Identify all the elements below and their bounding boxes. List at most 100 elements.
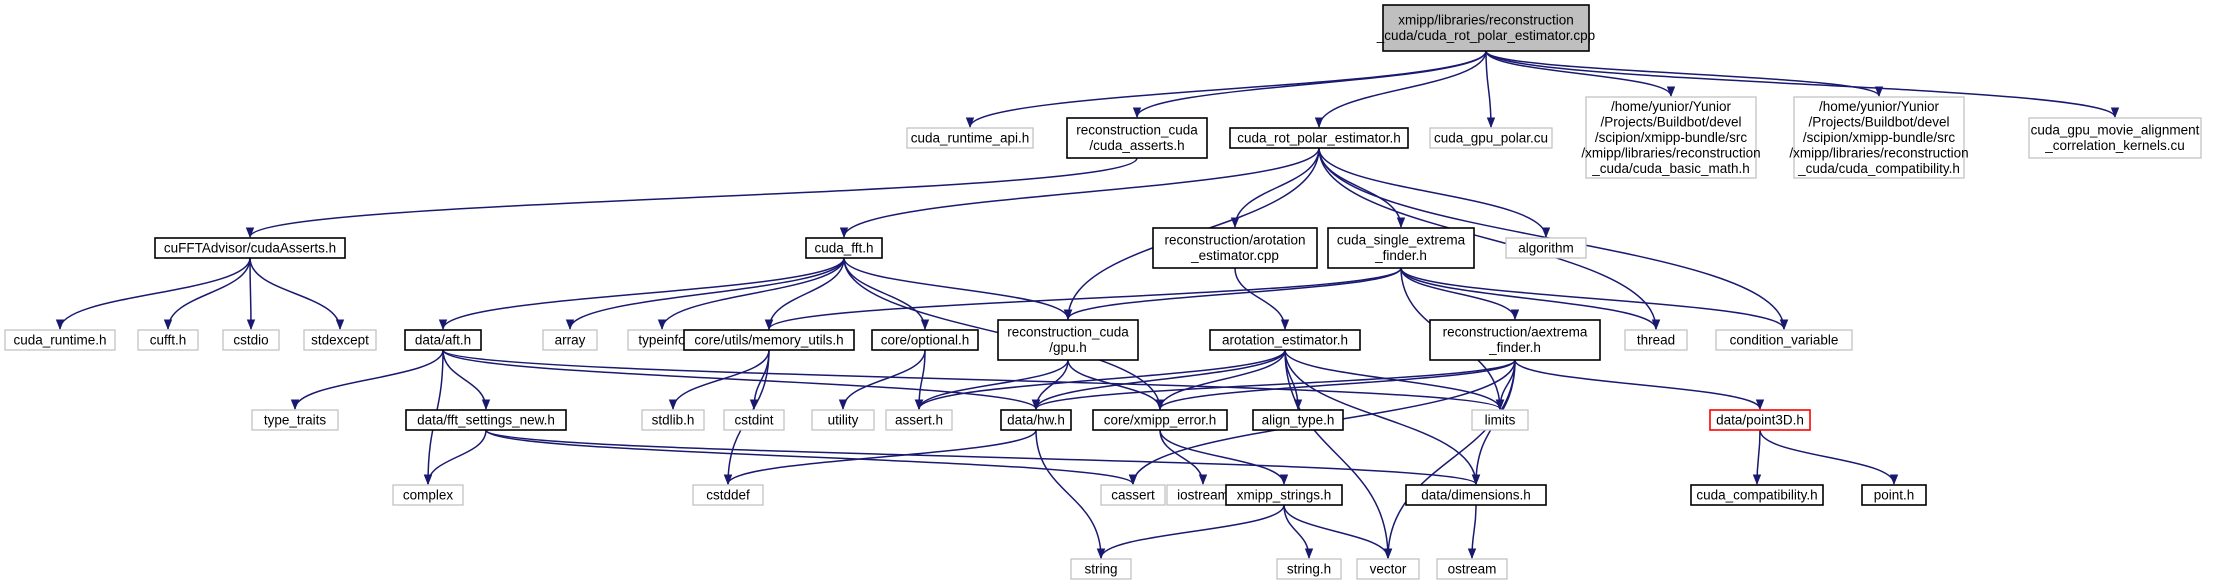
- node-gpu_polar: cuda_gpu_polar.cu: [1429, 127, 1553, 149]
- node-dimensions[interactable]: data/dimensions.h: [1405, 484, 1547, 506]
- node-complex: complex: [392, 484, 464, 506]
- node-arot_h[interactable]: arotation_estimator.h: [1209, 329, 1361, 351]
- edge-aft-to-fft_settings: [442, 349, 491, 411]
- node-cufft: cufft.h: [137, 329, 199, 351]
- node-label-cuda_compat-line-0: cuda_compatibility.h: [1696, 487, 1817, 502]
- node-aextrema[interactable]: reconstruction/aextrema_finder.h: [1429, 319, 1601, 361]
- node-box-point3d: [1709, 409, 1811, 431]
- edge-xmipp_error-to-iostream: [1159, 429, 1208, 486]
- node-algorithm: algorithm: [1505, 237, 1587, 259]
- node-label-rot_polar_h-line-0: cuda_rot_polar_estimator.h: [1237, 130, 1401, 145]
- node-box-cuda_runtime_api: [906, 127, 1034, 149]
- node-optional[interactable]: core/optional.h: [871, 329, 979, 351]
- node-box-assert: [885, 409, 953, 431]
- node-label-arot_cpp-line-1: _estimator.cpp: [1190, 248, 1279, 263]
- node-root: xmipp/libraries/reconstruction_cuda/cuda…: [1376, 4, 1595, 52]
- node-label-hw-line-0: data/hw.h: [1007, 412, 1065, 427]
- edge-cufft_asserts-to-cuda_runtime: [55, 257, 251, 331]
- node-box-arot_cpp: [1152, 227, 1318, 269]
- node-box-cstddef: [692, 484, 764, 506]
- node-label-stdlib-line-0: stdlib.h: [652, 412, 695, 427]
- node-point_h[interactable]: point.h: [1861, 484, 1927, 506]
- node-label-aft-line-0: data/aft.h: [415, 332, 471, 347]
- node-box-ostream: [1436, 558, 1508, 580]
- edge-cufft_asserts-to-cstdio: [246, 257, 256, 331]
- node-array: array: [542, 329, 598, 351]
- edge-dimensions-to-ostream: [1467, 504, 1477, 560]
- node-aft[interactable]: data/aft.h: [404, 329, 482, 351]
- node-box-array: [542, 329, 598, 351]
- edge-rot_polar_h-to-single_extrema: [1318, 147, 1406, 229]
- node-gpu_h[interactable]: reconstruction_cuda/gpu.h: [997, 319, 1139, 361]
- node-label-arot_cpp-line-0: reconstruction/arotation: [1164, 233, 1305, 248]
- node-cstddef: cstddef: [692, 484, 764, 506]
- node-assert: assert.h: [885, 409, 953, 431]
- node-point3d[interactable]: data/point3D.h: [1709, 409, 1811, 431]
- node-box-cufft_asserts: [154, 237, 346, 259]
- node-box-cuda_fft: [805, 237, 883, 259]
- node-box-point_h: [1861, 484, 1927, 506]
- edge-arot_h-to-xmipp_error: [1155, 349, 1286, 411]
- node-label-single_extrema-line-1: _finder.h: [1374, 248, 1427, 263]
- nodes-layer: xmipp/libraries/reconstruction_cuda/cuda…: [4, 4, 2202, 580]
- node-label-array-line-0: array: [555, 332, 586, 347]
- node-string: string: [1070, 558, 1132, 580]
- node-box-complex: [392, 484, 464, 506]
- node-label-single_extrema-line-0: cuda_single_extrema: [1337, 233, 1466, 248]
- edge-cufft_asserts-to-stdexcept: [249, 257, 345, 331]
- node-box-cstdio: [222, 329, 280, 351]
- node-label-arot_h-line-0: arotation_estimator.h: [1222, 332, 1348, 347]
- node-box-string: [1070, 558, 1132, 580]
- node-box-cuda_runtime: [4, 329, 116, 351]
- node-label-basic_math-line-1: /Projects/Buildbot/devel: [1600, 114, 1741, 129]
- edge-aextrema-to-xmipp_error: [1155, 359, 1516, 411]
- node-utility: utility: [811, 409, 875, 431]
- node-vector: vector: [1356, 558, 1420, 580]
- node-label-cuda_runtime-line-0: cuda_runtime.h: [13, 332, 106, 347]
- node-label-movie_align-line-1: _correlation_kernels.cu: [2044, 138, 2185, 153]
- node-label-xmipp_strings-line-0: xmipp_strings.h: [1237, 487, 1332, 502]
- node-hw[interactable]: data/hw.h: [1000, 409, 1072, 431]
- edge-cuda_asserts-to-cufft_asserts: [246, 157, 1138, 239]
- node-box-limits: [1471, 409, 1529, 431]
- edge-arot_h-to-vector: [1284, 349, 1393, 560]
- edge-cuda_fft-to-optional: [843, 257, 930, 331]
- node-memory_utils[interactable]: core/utils/memory_utils.h: [683, 329, 855, 351]
- node-cuda_fft[interactable]: cuda_fft.h: [805, 237, 883, 259]
- node-cufft_asserts[interactable]: cuFFTAdvisor/cudaAsserts.h: [154, 237, 346, 259]
- edge-aextrema-to-point3d: [1514, 359, 1765, 411]
- node-xmipp_strings[interactable]: xmipp_strings.h: [1225, 484, 1343, 506]
- node-box-utility: [811, 409, 875, 431]
- node-xmipp_error[interactable]: core/xmipp_error.h: [1092, 409, 1228, 431]
- edge-xmipp_strings-to-vector: [1283, 504, 1393, 560]
- node-box-arot_h: [1209, 329, 1361, 351]
- edge-single_extrema-to-thread: [1400, 267, 1661, 331]
- node-box-memory_utils: [683, 329, 855, 351]
- edge-aextrema-to-hw: [1031, 359, 1516, 411]
- node-cuda_runtime: cuda_runtime.h: [4, 329, 116, 351]
- edge-optional-to-utility: [838, 349, 926, 411]
- node-type_traits: type_traits: [251, 409, 339, 431]
- node-label-root-line-0: xmipp/libraries/reconstruction: [1398, 13, 1574, 28]
- node-box-compat_full: [1793, 96, 1965, 179]
- node-stdlib: stdlib.h: [641, 409, 705, 431]
- node-label-gpu_polar-line-0: cuda_gpu_polar.cu: [1434, 130, 1548, 145]
- node-box-type_traits: [251, 409, 339, 431]
- node-label-complex-line-0: complex: [403, 487, 454, 502]
- node-align_type[interactable]: align_type.h: [1252, 409, 1344, 431]
- node-cuda_compat[interactable]: cuda_compatibility.h: [1690, 484, 1824, 506]
- edge-root-to-cuda_runtime_api: [965, 50, 1487, 129]
- node-box-rot_polar_h: [1229, 127, 1409, 149]
- node-cstdio: cstdio: [222, 329, 280, 351]
- node-fft_settings[interactable]: data/fft_settings_new.h: [405, 409, 567, 431]
- node-label-string-line-0: string: [1084, 561, 1117, 576]
- node-box-gpu_h: [997, 319, 1139, 361]
- node-arot_cpp[interactable]: reconstruction/arotation_estimator.cpp: [1152, 227, 1318, 269]
- node-single_extrema[interactable]: cuda_single_extrema_finder.h: [1327, 227, 1475, 269]
- node-rot_polar_h[interactable]: cuda_rot_polar_estimator.h: [1229, 127, 1409, 149]
- node-condvar: condition_variable: [1715, 329, 1853, 351]
- node-cuda_asserts[interactable]: reconstruction_cuda/cuda_asserts.h: [1066, 117, 1208, 159]
- node-box-basic_math: [1585, 96, 1757, 179]
- edge-single_extrema-to-aextrema: [1400, 267, 1520, 321]
- node-box-cstdint: [723, 409, 785, 431]
